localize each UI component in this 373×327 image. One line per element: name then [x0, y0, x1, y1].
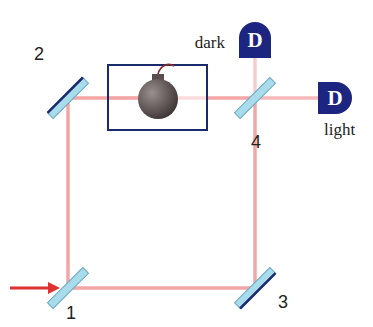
bomb-box [108, 65, 207, 130]
beam-splitter [47, 77, 275, 308]
callout-number: 1 [66, 303, 76, 324]
callout-number: 4 [251, 132, 261, 153]
detector-label: dark [195, 33, 225, 53]
detector: Ddark [239, 22, 271, 58]
detector-letter: D [239, 22, 271, 58]
mirror [47, 77, 275, 308]
light-beams [10, 58, 318, 294]
detector: Dlight [318, 82, 352, 114]
detector-letter: D [318, 82, 352, 114]
bomb [138, 64, 178, 119]
callout-number: 2 [34, 44, 44, 65]
detector-label: light [324, 120, 355, 140]
callout-number: 3 [278, 292, 288, 313]
